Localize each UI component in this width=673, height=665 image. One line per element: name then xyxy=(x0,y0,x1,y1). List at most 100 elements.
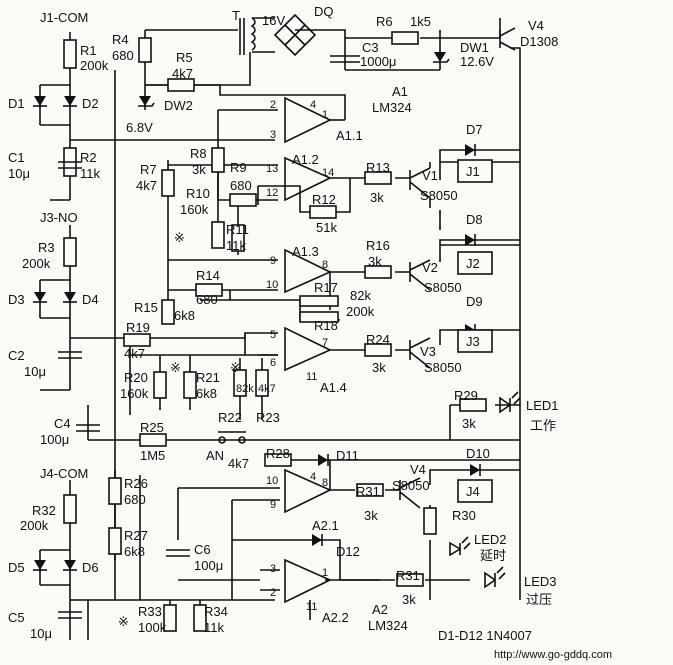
label-d6: D6 xyxy=(82,560,99,575)
svg-text:7: 7 xyxy=(322,337,328,349)
label-c3: C3 xyxy=(362,40,379,55)
label-r8-value: 3k xyxy=(192,162,206,177)
resistor-r30 xyxy=(423,507,437,535)
label-v4-top-value: D1308 xyxy=(520,34,558,49)
resistor-r13 xyxy=(364,171,392,185)
opamp-a2-2 xyxy=(284,558,332,604)
label-r32: R32 xyxy=(32,503,56,518)
label-r14-value: 680 xyxy=(196,292,218,307)
label-r31b: R31 xyxy=(396,568,420,583)
label-r5-value: 4k7 xyxy=(172,66,193,81)
label-v4-value: S8050 xyxy=(392,478,430,493)
label-v1: V1 xyxy=(422,168,438,183)
relay-j3 xyxy=(457,329,493,353)
label-r32-value: 200k xyxy=(20,518,49,533)
svg-text:4: 4 xyxy=(310,99,316,111)
label-d9: D9 xyxy=(466,294,483,309)
label-r24: R24 xyxy=(366,332,390,347)
label-a1-4: A1.4 xyxy=(320,380,347,395)
diodes xyxy=(33,52,481,571)
resistor-r1 xyxy=(63,39,77,69)
label-r28-value: 4k7 xyxy=(228,456,249,471)
label-led1: LED1 xyxy=(526,398,559,413)
label-a1-2: A1.2 xyxy=(292,152,319,167)
resistor-r8 xyxy=(211,147,225,173)
opamp-a1-3 xyxy=(284,248,332,294)
label-mark-r22: ※ xyxy=(230,360,241,375)
label-j1-com: J1-COM xyxy=(40,10,88,25)
label-r10-value: 160k xyxy=(180,202,209,217)
label-led2-caption: 延时 xyxy=(480,548,506,563)
label-r28: R28 xyxy=(266,446,290,461)
label-mark-r20: ※ xyxy=(170,360,181,375)
label-r33: R33 xyxy=(138,604,162,619)
label-r23-value: 4k7 xyxy=(258,383,276,395)
label-a2: A2 xyxy=(372,602,388,617)
svg-text:9: 9 xyxy=(270,499,276,511)
resistor-r25 xyxy=(139,433,167,447)
label-r3: R3 xyxy=(38,240,55,255)
label-r16-value: 3k xyxy=(368,254,382,269)
label-c4-value: 100μ xyxy=(40,432,69,447)
label-r16: R16 xyxy=(366,238,390,253)
label-r15: R15 xyxy=(134,300,158,315)
opamps xyxy=(284,96,332,604)
label-c2-value: 10μ xyxy=(24,364,46,379)
label-relay-j3: J3 xyxy=(466,334,480,349)
svg-text:9: 9 xyxy=(270,255,276,267)
label-16v: 16V xyxy=(262,13,285,28)
svg-text:6: 6 xyxy=(270,357,276,369)
label-r8: R8 xyxy=(190,146,207,161)
label-r27: R27 xyxy=(124,528,148,543)
resistor-r3 xyxy=(63,237,77,267)
svg-text:11: 11 xyxy=(306,601,317,613)
label-mark-r33: ※ xyxy=(118,614,129,629)
capacitors xyxy=(58,55,360,619)
label-r29-value: 3k xyxy=(462,416,476,431)
resistor-r15 xyxy=(161,299,175,325)
label-d10: D10 xyxy=(466,446,490,461)
label-r10: R10 xyxy=(186,186,210,201)
label-v3-value: S8050 xyxy=(424,360,462,375)
label-d5: D5 xyxy=(8,560,25,575)
label-r18: R18 xyxy=(314,318,338,333)
label-d2: D2 xyxy=(82,96,99,111)
label-r19: R19 xyxy=(126,320,150,335)
label-an: AN xyxy=(206,448,224,463)
label-t: T xyxy=(232,8,240,23)
resistor-r12 xyxy=(309,205,337,219)
resistor-r7 xyxy=(161,169,175,197)
svg-text:13: 13 xyxy=(266,163,278,175)
label-r18-value: 200k xyxy=(346,304,375,319)
label-a1: A1 xyxy=(392,84,408,99)
label-j3-no: J3-NO xyxy=(40,210,78,225)
label-c3-value: 1000μ xyxy=(360,54,396,69)
label-j4-com: J4-COM xyxy=(40,466,88,481)
transistors xyxy=(399,27,516,509)
label-c2: C2 xyxy=(8,348,25,363)
resistor-r28 xyxy=(264,453,292,467)
label-a1-1: A1.1 xyxy=(336,128,363,143)
resistor-r31b xyxy=(396,573,424,587)
opamp-a1-4 xyxy=(284,326,332,372)
label-r14: R14 xyxy=(196,268,220,283)
label-r2-value: 11k xyxy=(80,166,100,181)
label-a2-1: A2.1 xyxy=(312,518,339,533)
label-r12-value: 51k xyxy=(316,220,337,235)
label-dw1-value: 12.6V xyxy=(460,54,494,69)
label-r17: R17 xyxy=(314,280,338,295)
label-r12: R12 xyxy=(312,192,336,207)
svg-text:14: 14 xyxy=(322,167,334,179)
label-r24-value: 3k xyxy=(372,360,386,375)
resistor-r23 xyxy=(255,369,269,397)
resistor-r22 xyxy=(233,369,247,397)
resistors xyxy=(63,31,487,632)
label-d12: D12 xyxy=(336,544,360,559)
label-r2: R2 xyxy=(80,150,97,165)
svg-text:3: 3 xyxy=(270,563,276,575)
resistor-r31a xyxy=(356,483,384,497)
label-r22-value: 82k xyxy=(236,383,254,395)
opamp-a1-2 xyxy=(284,156,332,202)
